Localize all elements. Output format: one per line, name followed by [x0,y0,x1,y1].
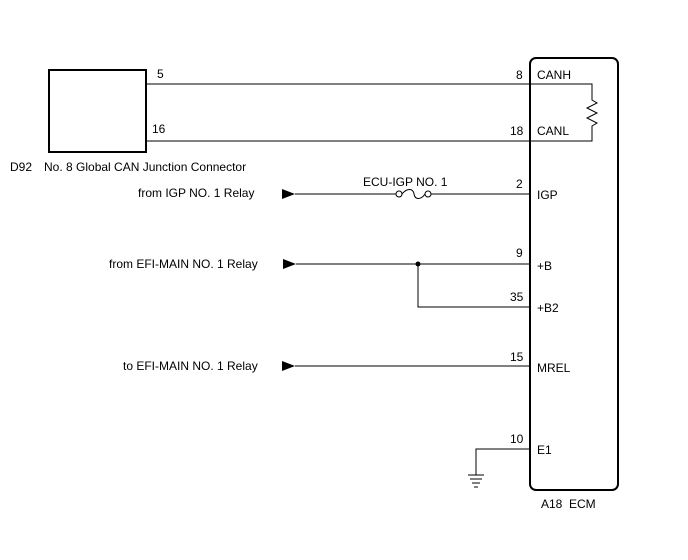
ecm-pin-label-igp: IGP [537,188,558,202]
ecm-pin-num-b: 9 [516,246,523,260]
termination-resistor [530,83,599,142]
ecm-pin-num-e1: 10 [510,432,524,446]
junction-connector-code: D92 [10,160,32,174]
ecm-name: ECM [569,497,596,511]
ecm-pin-num-canl: 18 [510,124,524,138]
igp-arrow-icon [282,189,295,199]
fuse-terminal-right [424,190,432,198]
ecm-pin-label-b2: +B2 [537,301,559,315]
ecm-pin-num-mrel: 15 [510,350,524,364]
ecm-box [529,57,619,491]
efi-b-arrow-icon [283,259,296,269]
junction-connector-box [48,69,147,153]
mrel-arrow-icon [282,361,295,371]
wire-e1 [475,448,530,475]
ecm-pin-num-igp: 2 [516,177,523,191]
ecm-pin-label-b: +B [537,259,552,273]
ecm-pin-label-e1: E1 [537,443,552,457]
mrel-target-label: to EFI-MAIN NO. 1 Relay [123,359,258,373]
ecm-pin-label-canl: CANL [537,124,569,138]
ecm-pin-num-b2: 35 [510,290,524,304]
junction-connector-name: No. 8 Global CAN Junction Connector [44,160,246,174]
ecm-pin-label-mrel: MREL [537,361,571,375]
fuse-label: ECU-IGP NO. 1 [363,175,448,189]
ground-icon [468,474,484,488]
igp-source-label: from IGP NO. 1 Relay [138,186,254,200]
efi-b-source-label: from EFI-MAIN NO. 1 Relay [109,257,258,271]
ecm-pin-label-canh: CANH [537,68,571,82]
ecm-pin-num-canh: 8 [516,68,523,82]
wire-b2 [417,264,530,308]
junction-pin-canh: 5 [157,67,164,81]
ecm-code: A18 [541,497,563,511]
fuse-icon [401,189,426,199]
junction-pin-canl: 16 [152,122,166,136]
fuse-terminal-left [395,190,403,198]
